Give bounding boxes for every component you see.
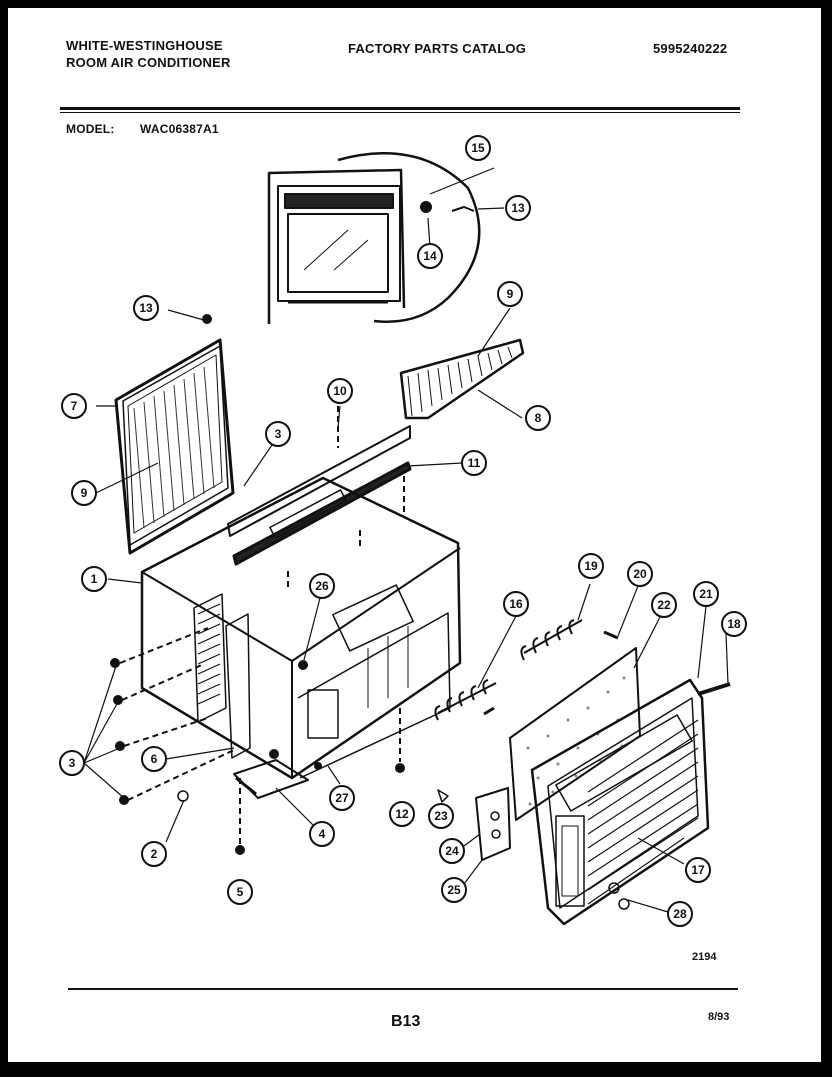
blower-parts xyxy=(434,619,619,721)
svg-text:19: 19 xyxy=(584,559,598,573)
svg-text:2: 2 xyxy=(151,847,158,861)
callout-26: 26 xyxy=(309,573,335,599)
callout-6-upper: 6 xyxy=(141,746,167,772)
catalog-number: 5995240222 xyxy=(653,41,728,56)
svg-text:20: 20 xyxy=(633,567,647,581)
model-label: MODEL: xyxy=(66,122,115,136)
inset-grille-detail xyxy=(267,152,481,324)
svg-text:13: 13 xyxy=(139,301,153,315)
brand-line-1: WHITE-WESTINGHOUSE xyxy=(66,38,223,53)
page-number: B13 xyxy=(391,1013,421,1030)
model-value: WAC06387A1 xyxy=(140,122,219,136)
svg-text:12: 12 xyxy=(395,807,409,821)
svg-text:18: 18 xyxy=(727,617,741,631)
callout-28: 28 xyxy=(667,901,693,927)
callout-3-lower: 3 xyxy=(59,750,85,776)
svg-text:22: 22 xyxy=(657,598,671,612)
callout-13-left: 13 xyxy=(133,295,159,321)
svg-text:9: 9 xyxy=(81,486,88,500)
front-grille xyxy=(530,678,731,926)
svg-text:23: 23 xyxy=(434,809,448,823)
svg-text:10: 10 xyxy=(333,384,347,398)
catalog-title: FACTORY PARTS CATALOG xyxy=(348,41,527,56)
callout-24: 24 xyxy=(439,838,465,864)
svg-text:16: 16 xyxy=(509,597,523,611)
svg-text:3: 3 xyxy=(275,427,282,441)
filter-foam xyxy=(509,647,641,821)
figure-number: 2194 xyxy=(692,951,717,963)
svg-text:13: 13 xyxy=(511,201,525,215)
callout-11: 11 xyxy=(461,450,487,476)
parts-sheet: WHITE-WESTINGHOUSE ROOM AIR CONDITIONER … xyxy=(8,8,821,1062)
callout-1: 1 xyxy=(81,566,107,592)
svg-text:28: 28 xyxy=(673,907,687,921)
exploded-diagram: 15 13 14 13 9 7 10 8 3 11 9 1 26 19 20 1… xyxy=(59,135,747,927)
vent-louver xyxy=(399,338,525,420)
callout-9-right: 9 xyxy=(497,281,523,307)
callout-2: 2 xyxy=(141,841,167,867)
callout-27: 27 xyxy=(329,785,355,811)
callout-8: 8 xyxy=(525,405,551,431)
svg-text:6: 6 xyxy=(151,752,158,766)
top-rails xyxy=(227,406,412,588)
callout-18: 18 xyxy=(721,611,747,637)
svg-text:7: 7 xyxy=(71,399,78,413)
callout-22: 22 xyxy=(651,592,677,618)
svg-text:14: 14 xyxy=(423,249,437,263)
screws-left xyxy=(110,627,245,855)
callout-10: 10 xyxy=(327,378,353,404)
svg-text:8: 8 xyxy=(535,411,542,425)
control-panel xyxy=(395,708,511,861)
callout-4: 4 xyxy=(309,821,335,847)
svg-text:26: 26 xyxy=(315,579,329,593)
cabinet xyxy=(140,476,462,780)
svg-text:1: 1 xyxy=(91,572,98,586)
callout-25: 25 xyxy=(441,877,467,903)
callout-21: 21 xyxy=(693,581,719,607)
svg-text:17: 17 xyxy=(691,863,705,877)
callout-5-lower: 5 xyxy=(227,879,253,905)
svg-text:9: 9 xyxy=(507,287,514,301)
callout-19: 19 xyxy=(578,553,604,579)
callout-20: 20 xyxy=(627,561,653,587)
svg-text:5: 5 xyxy=(237,885,244,899)
callout-3-upper: 3 xyxy=(265,421,291,447)
svg-text:24: 24 xyxy=(445,844,459,858)
header-rule-thin xyxy=(60,112,740,113)
svg-text:4: 4 xyxy=(319,827,326,841)
callout-13-upper: 13 xyxy=(505,195,531,221)
footer-rule xyxy=(68,988,738,990)
callout-17: 17 xyxy=(685,857,711,883)
date-code: 8/93 xyxy=(708,1011,730,1023)
leader-lines xyxy=(83,167,729,913)
callout-12: 12 xyxy=(389,801,415,827)
svg-text:27: 27 xyxy=(335,791,349,805)
header-rule xyxy=(60,107,740,110)
svg-text:21: 21 xyxy=(699,587,713,601)
filter-panel xyxy=(114,314,235,555)
callout-9-left: 9 xyxy=(71,480,97,506)
svg-text:25: 25 xyxy=(447,883,461,897)
callout-23: 23 xyxy=(428,803,454,829)
brand-line-2: ROOM AIR CONDITIONER xyxy=(66,55,231,70)
callout-16: 16 xyxy=(503,591,529,617)
callout-15: 15 xyxy=(465,135,491,161)
svg-text:11: 11 xyxy=(468,456,481,470)
callout-7: 7 xyxy=(61,393,87,419)
svg-text:3: 3 xyxy=(69,756,76,770)
svg-text:15: 15 xyxy=(471,141,485,155)
callout-14: 14 xyxy=(417,243,443,269)
